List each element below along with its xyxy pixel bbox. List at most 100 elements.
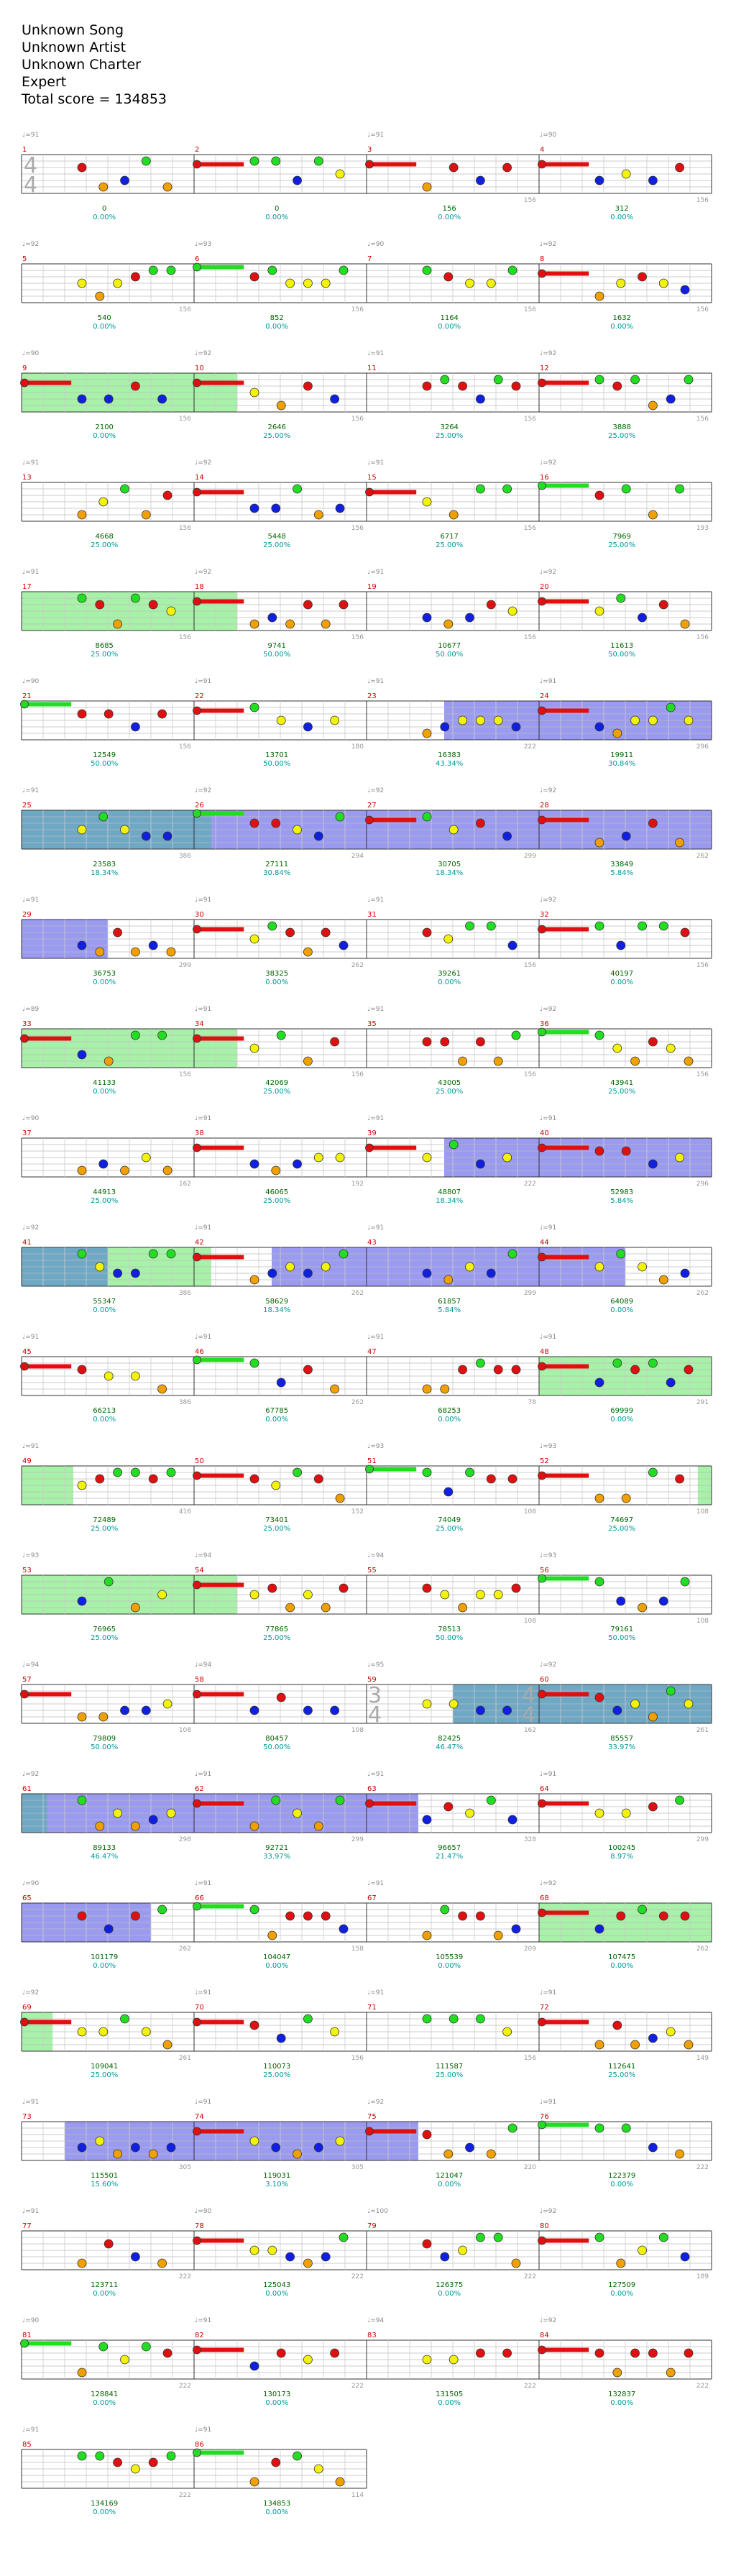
sp-percent: 50.00% — [608, 1634, 635, 1642]
measure-number: 43 — [367, 1239, 377, 1247]
tempo-marker: ♩=89 — [22, 1006, 40, 1013]
measure-value: 156 — [696, 197, 709, 204]
measure-value: 156 — [524, 2055, 536, 2062]
note-gem — [502, 1705, 512, 1715]
note-gem — [594, 490, 604, 500]
note-gem — [77, 1480, 87, 1490]
measure-number: 66 — [195, 1894, 204, 1902]
cumulative-score: 132837 — [608, 2391, 635, 2398]
sp-percent: 25.00% — [608, 541, 635, 549]
sp-percent: 0.00% — [610, 978, 633, 986]
note-gem — [422, 1699, 432, 1709]
note-gem — [166, 2451, 176, 2461]
measure-value: 222 — [696, 2383, 709, 2390]
measure-number: 85 — [22, 2441, 32, 2449]
note-gem — [594, 1808, 604, 1818]
note-gem — [77, 2451, 87, 2461]
measure-number: 30 — [195, 911, 204, 919]
measure-value: 162 — [179, 1181, 191, 1188]
note-gem — [448, 1699, 459, 1709]
note-gem — [249, 1905, 259, 1915]
tempo-marker: ♩=92 — [540, 2317, 556, 2324]
note-gem — [465, 2142, 474, 2153]
note-gem — [193, 1034, 201, 1043]
note-gem — [339, 2232, 349, 2242]
note-gem — [267, 2245, 277, 2255]
tempo-marker: ♩=91 — [22, 569, 39, 576]
tempo-marker: ♩=91 — [367, 569, 384, 576]
note-gem — [141, 2027, 151, 2037]
note-gem — [630, 1365, 640, 1375]
measure-value: 189 — [696, 2273, 709, 2281]
note-gem — [321, 927, 331, 938]
note-gem — [313, 1821, 323, 1831]
note-gem — [638, 1905, 647, 1915]
measure-value: 156 — [351, 416, 364, 423]
note-gem — [193, 1799, 201, 1808]
tempo-marker: ♩=90 — [22, 1115, 40, 1122]
cumulative-score: 58629 — [265, 1298, 288, 1306]
note-gem — [293, 175, 302, 185]
measure-number: 41 — [22, 1239, 32, 1247]
note-gem — [594, 2232, 604, 2242]
measure-value: 299 — [696, 1836, 709, 1843]
sustain-bar — [196, 2347, 244, 2352]
note-gem — [157, 1590, 167, 1600]
charter-name: Unknown Charter — [22, 57, 141, 73]
cumulative-score: 46065 — [265, 1188, 288, 1196]
note-gem — [321, 2252, 331, 2262]
measure-value: 156 — [351, 2055, 364, 2062]
note-gem — [666, 1686, 676, 1696]
note-gem — [648, 1467, 658, 1477]
tempo-marker: ♩=94 — [367, 2317, 385, 2324]
tempo-marker: ♩=91 — [195, 2099, 211, 2106]
note-gem — [422, 2130, 432, 2140]
tempo-marker: ♩=92 — [540, 569, 556, 576]
cumulative-score: 52983 — [610, 1188, 633, 1196]
tempo-marker: ♩=92 — [540, 459, 556, 467]
note-gem — [538, 2345, 546, 2355]
cumulative-score: 127509 — [608, 2281, 635, 2289]
tempo-marker: ♩=91 — [540, 1989, 556, 1997]
measure-number: 71 — [367, 2004, 377, 2012]
sp-percent: 25.00% — [608, 1525, 635, 1533]
cumulative-score: 41133 — [93, 1079, 116, 1087]
sustain-bar — [196, 1473, 244, 1478]
tempo-marker: ♩=91 — [367, 897, 384, 904]
note-gem — [612, 1043, 622, 1053]
cumulative-score: 43941 — [610, 1079, 633, 1087]
note-gem — [621, 1146, 631, 1156]
measure-value: 156 — [179, 525, 191, 532]
note-gem — [330, 1037, 340, 1047]
measure-number: 53 — [22, 1567, 32, 1575]
note-gem — [77, 1596, 87, 1606]
note-gem — [303, 1911, 313, 1921]
note-gem — [130, 2464, 140, 2474]
note-gem — [98, 2342, 109, 2352]
sustain-bar — [196, 1357, 244, 1362]
sp-percent: 0.00% — [93, 214, 116, 221]
note-gem — [612, 1358, 622, 1368]
note-gem — [621, 169, 631, 179]
tempo-marker: ♩=92 — [540, 1661, 556, 1669]
note-gem — [465, 1467, 474, 1477]
cumulative-score: 96657 — [438, 1844, 461, 1852]
measure-number: 34 — [195, 1020, 204, 1028]
note-gem — [648, 818, 658, 828]
note-gem — [249, 702, 259, 712]
note-gem — [148, 1474, 158, 1484]
note-gem — [422, 1815, 432, 1825]
measure-number: 29 — [22, 911, 32, 919]
note-gem — [303, 1056, 313, 1066]
sp-percent: 0.00% — [610, 2290, 633, 2298]
note-gem — [141, 1152, 151, 1163]
note-gem — [465, 1808, 474, 1818]
sp-percent: 25.00% — [436, 1525, 463, 1533]
note-gem — [538, 1908, 546, 1917]
note-gem — [148, 2149, 158, 2159]
sustain-bar — [540, 2347, 589, 2352]
note-gem — [616, 2258, 626, 2268]
measure-value: 156 — [524, 962, 536, 969]
note-gem — [612, 2020, 622, 2030]
measure-number: 25 — [22, 802, 32, 810]
